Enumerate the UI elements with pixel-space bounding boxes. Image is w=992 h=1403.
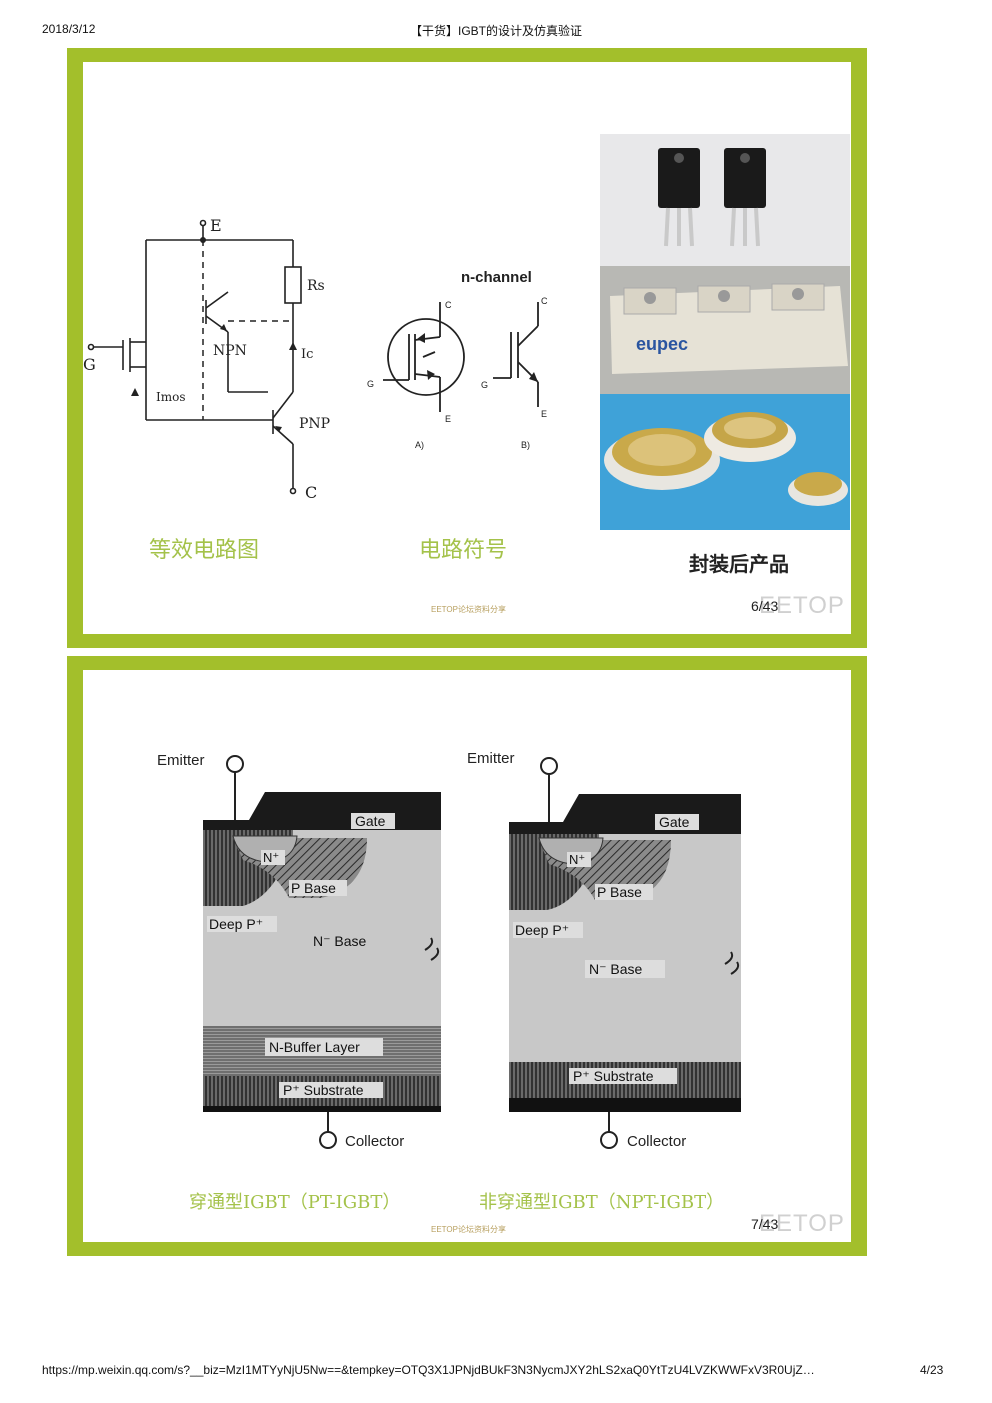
symbol-b-g: G — [481, 380, 488, 390]
npt-nbase-label: N⁻ Base — [589, 961, 643, 977]
equivalent-circuit-diagram: E G C Rs NPN PNP Ic Imos — [83, 216, 330, 502]
eetop-watermark: EETOP — [759, 1210, 845, 1237]
npt-pbase-label: P Base — [597, 884, 642, 900]
slide-equivalent-circuit: E G C Rs NPN PNP Ic Imos n-channel — [67, 48, 867, 648]
slide-content: Emitter Gate N⁺ P Base Deep P⁺ N⁻ Base — [83, 670, 851, 1242]
pt-pbase-label: P Base — [291, 880, 336, 896]
label-npn: NPN — [213, 343, 247, 359]
pt-buffer-label: N-Buffer Layer — [269, 1039, 360, 1055]
caption-npt-igbt: 非穿通型IGBT（NPT-IGBT） — [479, 1192, 725, 1213]
symbol-a-label: A) — [415, 440, 424, 450]
eetop-watermark: EETOP — [759, 592, 845, 619]
pt-igbt-cross-section: Emitter Gate N⁺ P Base Deep P⁺ N⁻ Base — [157, 752, 441, 1150]
product-photo-collage: eupec — [600, 134, 850, 530]
pt-nbase-label: N⁻ Base — [313, 933, 367, 949]
slide-content: E G C Rs NPN PNP Ic Imos n-channel — [83, 62, 851, 634]
label-rs: Rs — [307, 278, 325, 294]
symbol-title: n-channel — [461, 269, 532, 286]
print-date: 2018/3/12 — [42, 22, 96, 36]
npt-igbt-cross-section: Emitter Gate N⁺ P Base Deep P⁺ N⁻ Base P… — [467, 750, 741, 1150]
symbol-b-c: C — [541, 296, 548, 306]
label-c: C — [305, 483, 317, 502]
press-pack-photo — [600, 394, 850, 530]
npt-deep-label: Deep P⁺ — [515, 922, 569, 938]
caption-pt-igbt: 穿通型IGBT（PT-IGBT） — [189, 1192, 401, 1213]
pt-substrate-label: P⁺ Substrate — [283, 1082, 364, 1098]
label-pnp: PNP — [299, 416, 330, 432]
symbol-b-label: B) — [521, 440, 530, 450]
pt-collector-label: Collector — [345, 1133, 404, 1150]
to247-packages-photo — [600, 134, 850, 266]
slide-credit: EETOP论坛资料分享 — [431, 605, 506, 614]
caption-circuit-symbol: 电路符号 — [419, 538, 508, 563]
label-g: G — [83, 355, 96, 374]
slide-page-number: 6/43 — [751, 598, 779, 614]
module-brand: eupec — [636, 334, 688, 354]
npt-emitter-label: Emitter — [467, 750, 515, 767]
symbol-b-e: E — [541, 409, 547, 419]
npt-gate-label: Gate — [659, 814, 690, 830]
page-number: 4/23 — [920, 1363, 944, 1377]
npt-nplus-label: N⁺ — [569, 852, 585, 867]
pt-gate-label: Gate — [355, 813, 386, 829]
pt-emitter-label: Emitter — [157, 752, 205, 769]
npt-collector-label: Collector — [627, 1133, 686, 1150]
symbol-a-g: G — [367, 379, 374, 389]
igbt-symbol-diagram: n-channel — [367, 269, 548, 450]
igbt-module-photo: eupec — [600, 266, 850, 394]
slide-igbt-structures: Emitter Gate N⁺ P Base Deep P⁺ N⁻ Base — [67, 656, 867, 1256]
document-title: 【干货】IGBT的设计及仿真验证 — [409, 24, 582, 38]
source-url: https://mp.weixin.qq.com/s?__biz=MzI1MTY… — [42, 1363, 815, 1377]
symbol-a-e: E — [445, 414, 451, 424]
symbol-a-c: C — [445, 300, 452, 310]
pt-nplus-label: N⁺ — [263, 850, 279, 865]
label-e: E — [210, 216, 222, 235]
label-ic: Ic — [301, 347, 313, 362]
slide-credit: EETOP论坛资料分享 — [431, 1225, 506, 1234]
caption-packaged-products: 封装后产品 — [689, 552, 789, 576]
label-imos: Imos — [156, 390, 186, 404]
pt-deep-label: Deep P⁺ — [209, 916, 263, 932]
slide-page-number: 7/43 — [751, 1216, 779, 1232]
caption-equivalent-circuit: 等效电路图 — [149, 538, 260, 563]
npt-substrate-label: P⁺ Substrate — [573, 1068, 654, 1084]
